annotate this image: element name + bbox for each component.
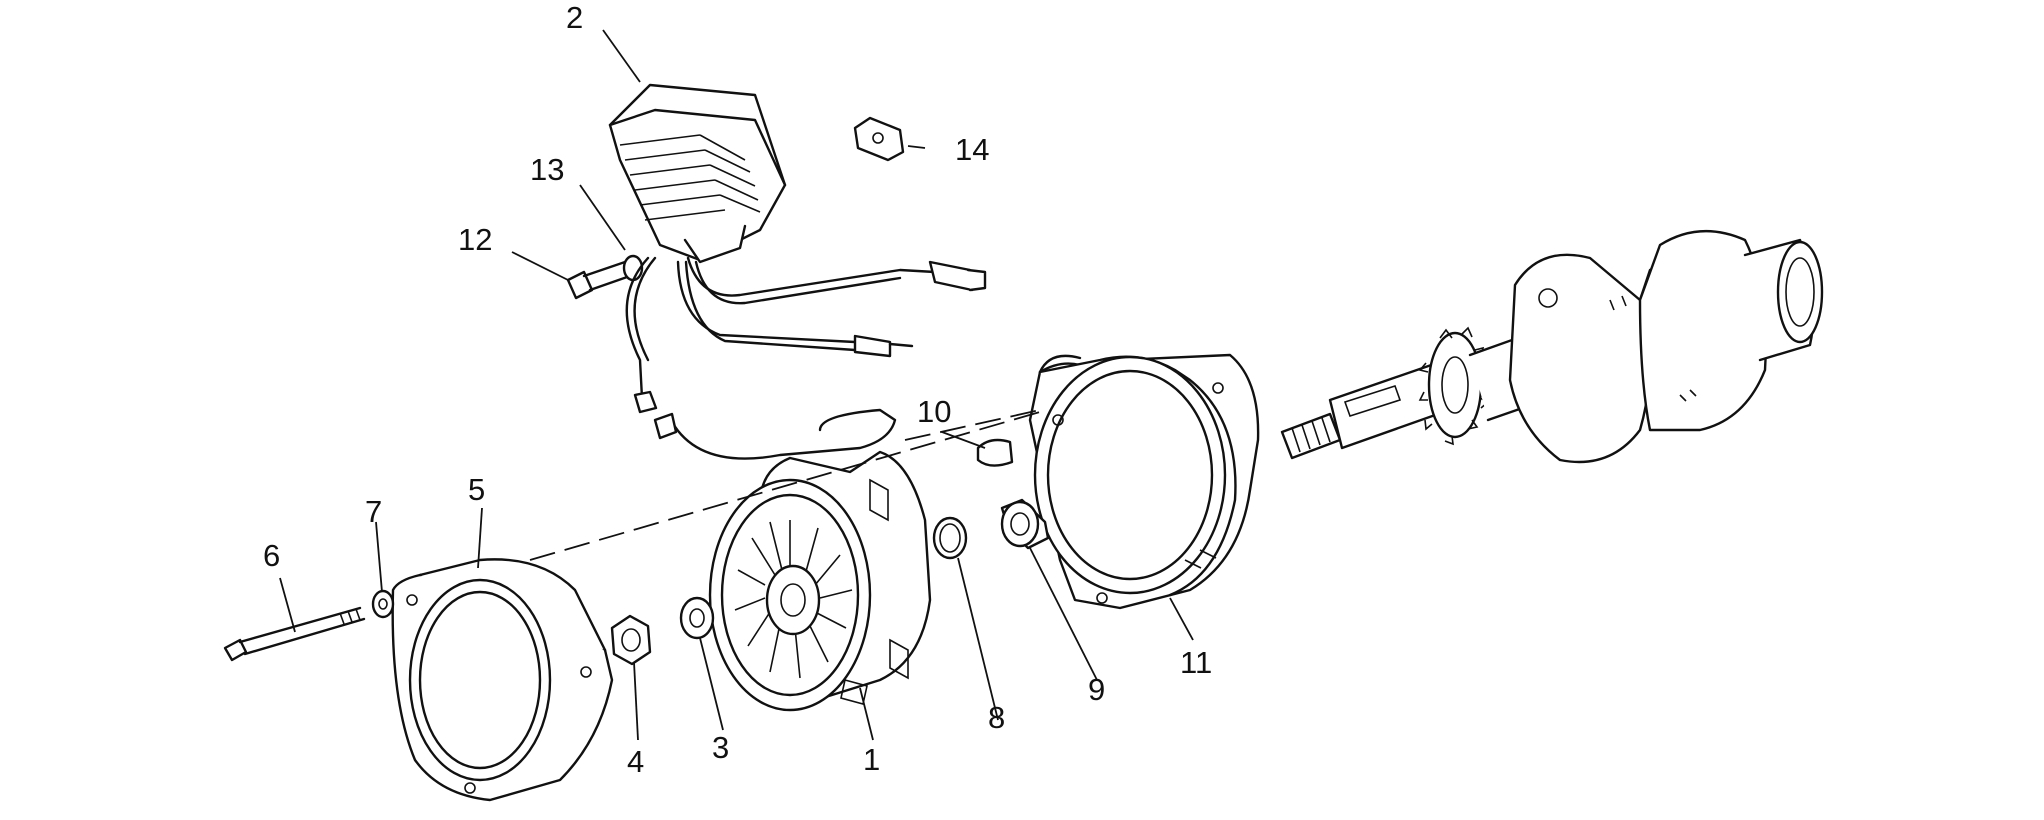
connector — [853, 116, 905, 162]
assembly-axis-2 — [904, 409, 1041, 441]
callout-3: 3 — [712, 730, 729, 765]
nut — [610, 614, 652, 666]
callout-14: 14 — [955, 132, 989, 167]
callout-7: 7 — [365, 494, 382, 529]
washer-small — [371, 589, 395, 619]
regulator — [608, 83, 787, 264]
callouts: 1 2 3 4 5 6 7 8 9 10 11 12 13 14 — [263, 0, 1212, 779]
rotor — [708, 450, 932, 712]
callout-4: 4 — [627, 744, 644, 779]
cover — [391, 558, 614, 802]
washer — [679, 596, 715, 640]
callout-11: 11 — [1180, 645, 1212, 680]
crankshaft — [1280, 230, 1824, 464]
woodruff-key — [976, 438, 1014, 467]
callout-1: 1 — [863, 742, 880, 777]
callout-8: 8 — [988, 700, 1005, 735]
circlip — [932, 516, 968, 560]
callout-5: 5 — [468, 472, 485, 507]
bolt — [223, 606, 366, 662]
bearing — [1000, 498, 1050, 550]
callout-12: 12 — [458, 222, 492, 257]
screw — [566, 260, 632, 300]
callout-9: 9 — [1088, 672, 1105, 707]
callout-6: 6 — [263, 538, 280, 573]
callout-10: 10 — [917, 394, 951, 429]
callout-13: 13 — [530, 152, 564, 187]
wiring — [625, 256, 987, 460]
stator-housing — [1028, 353, 1260, 610]
callout-2: 2 — [566, 0, 583, 35]
leader-lines — [279, 29, 1194, 741]
